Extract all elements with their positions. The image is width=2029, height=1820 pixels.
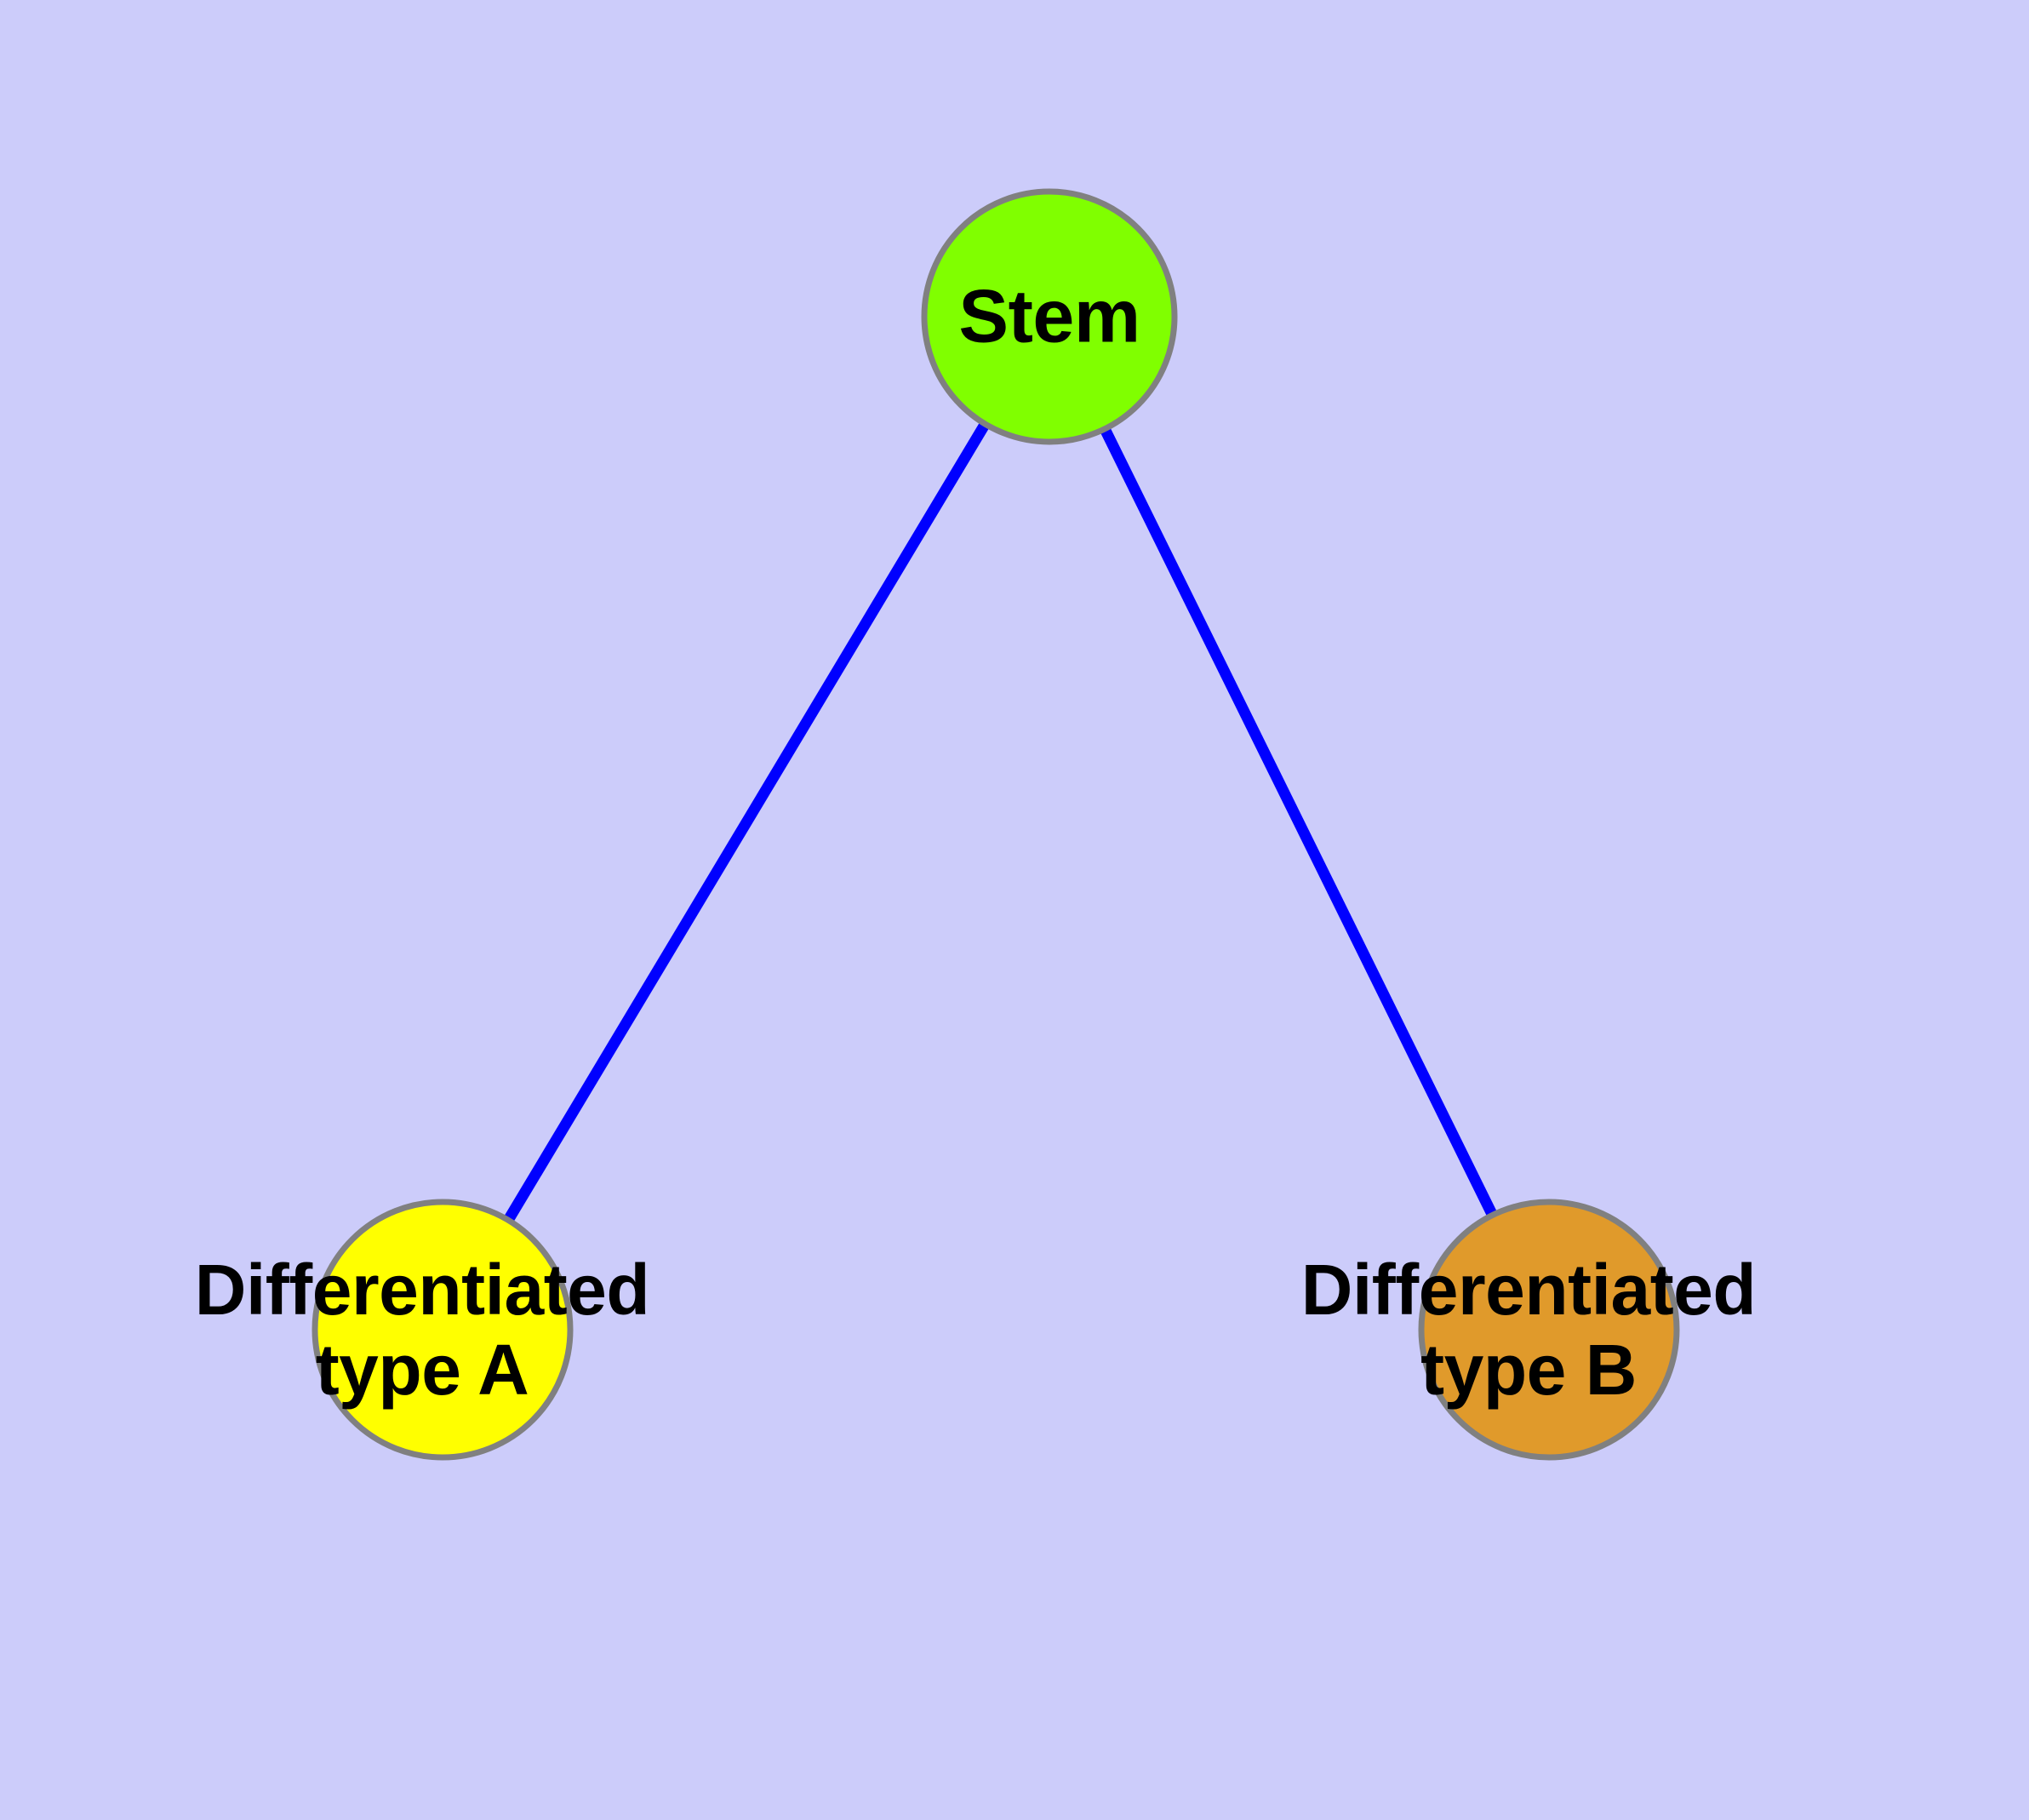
node-layer [311, 188, 1680, 1461]
edge-stem-to-diff-b [1044, 314, 1554, 1332]
node-stem[interactable] [921, 188, 1178, 445]
node-diff-a[interactable] [311, 1199, 574, 1461]
edge-stem-to-diff-a [437, 313, 1055, 1333]
edge-layer [437, 313, 1554, 1333]
node-diff-b[interactable] [1418, 1199, 1680, 1461]
